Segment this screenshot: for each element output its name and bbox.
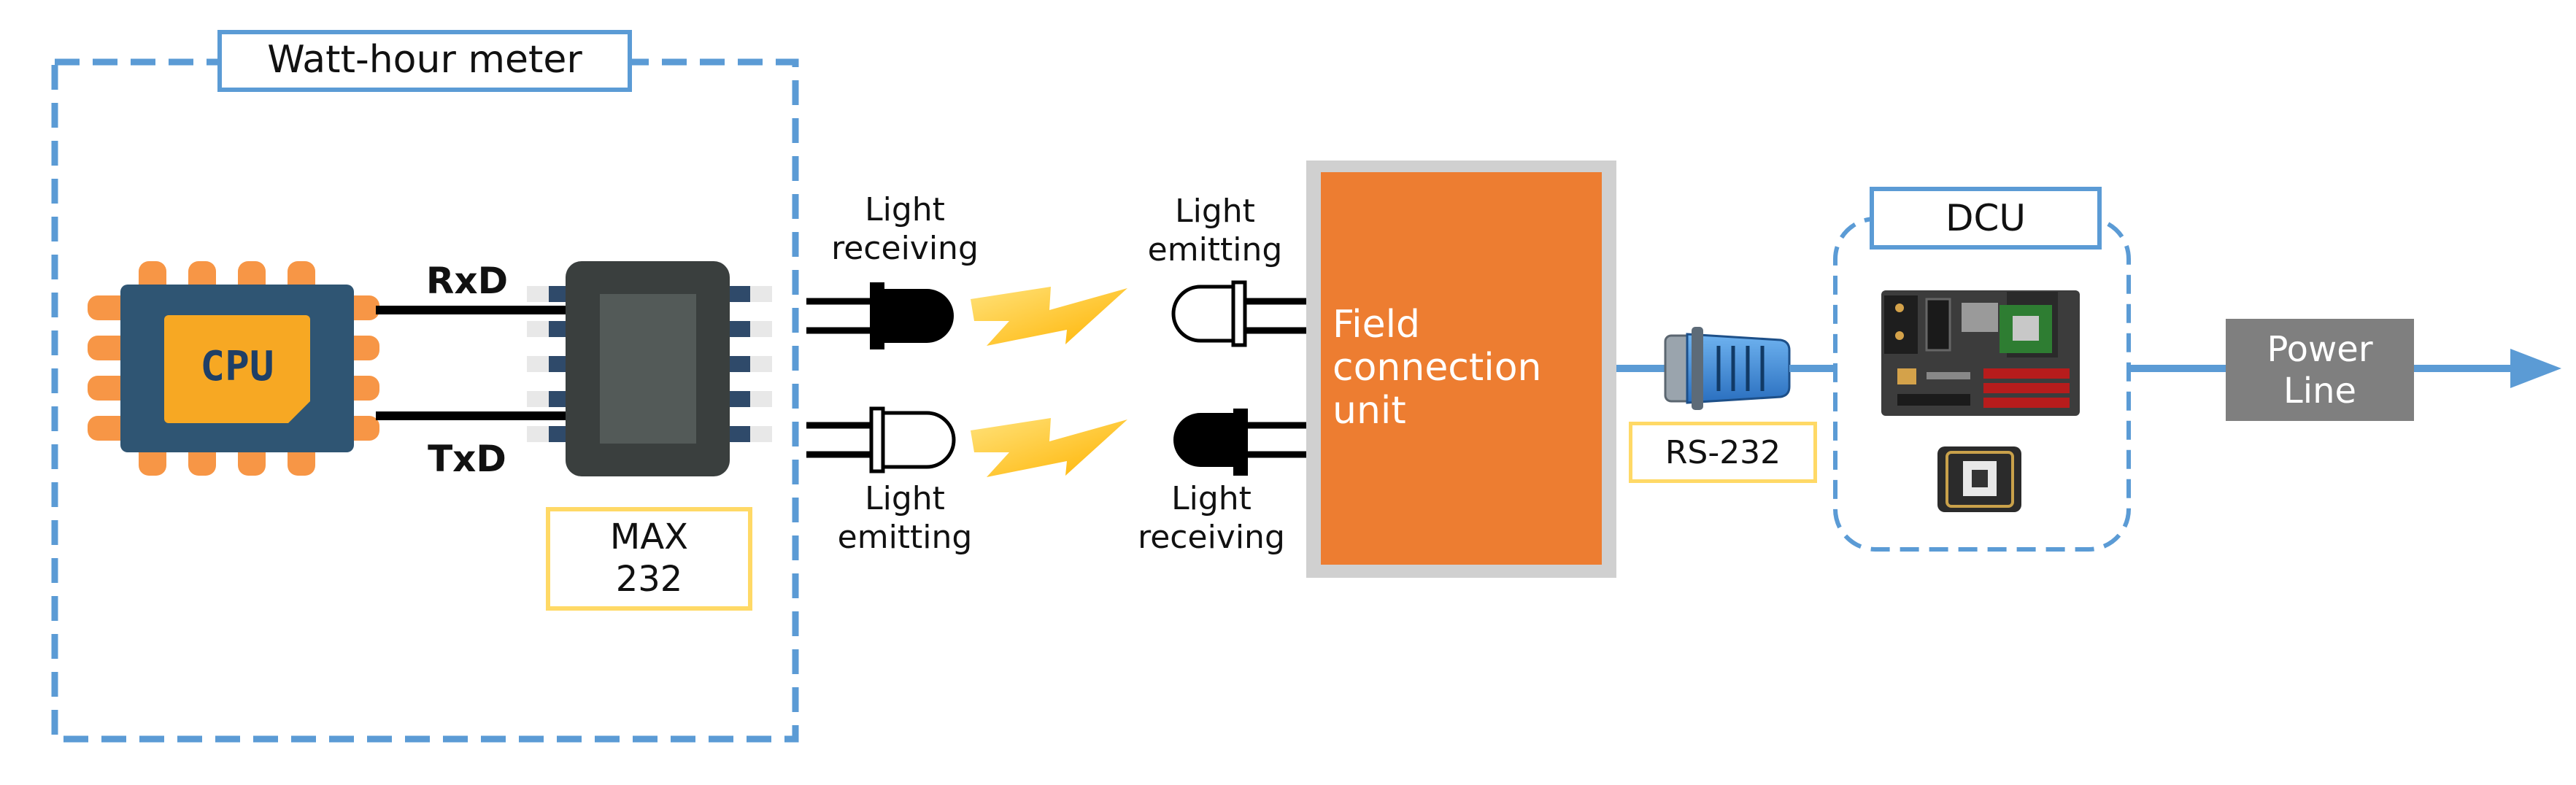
- fcu-bottom-optic-label-line2: receiving: [1138, 519, 1285, 556]
- rs232-label: RS-232: [1665, 434, 1781, 471]
- fcu-light-emitter-icon: [1171, 280, 1306, 347]
- dcu-mainboard-icon: [1881, 290, 2080, 416]
- field-unit-label-line3: unit: [1333, 389, 1406, 433]
- max232-chip-icon: [527, 261, 772, 476]
- max232-label-line1: MAX: [609, 517, 689, 557]
- cpu-chip-icon: [88, 261, 379, 476]
- dcu-module-icon: [1937, 446, 2021, 512]
- max232-label-line2: 232: [615, 559, 683, 600]
- cpu-label: CPU: [200, 343, 274, 390]
- meter-top-optic-label-line2: receiving: [831, 230, 979, 267]
- meter-bottom-optic-label-line2: emitting: [837, 519, 973, 556]
- fcu-light-receiver-icon: [1173, 409, 1306, 476]
- meter-light-receiver-icon: [806, 282, 954, 349]
- watt-hour-meter-title-box: [217, 30, 632, 92]
- lightning-bottom-icon: [971, 418, 1127, 477]
- watt-hour-meter-title: Watt-hour meter: [267, 38, 582, 82]
- meter-light-emitter-icon: [806, 406, 956, 473]
- rxd-label: RxD: [425, 260, 509, 302]
- watt-hour-meter-boundary: [51, 58, 799, 743]
- power-line-arrow-head: [2510, 349, 2561, 388]
- fcu-top-optic-label-line2: emitting: [1147, 231, 1283, 268]
- txd-label: TxD: [428, 438, 506, 480]
- power-line-label-line2: Line: [2283, 371, 2357, 411]
- lightning-top-icon: [971, 287, 1127, 346]
- rs232-connector-icon: [1664, 327, 1791, 410]
- meter-bottom-optic-label-line1: Light: [865, 480, 945, 517]
- power-line-label-line1: Power: [2267, 329, 2373, 370]
- dcu-title: DCU: [1945, 197, 2026, 239]
- rs232-label-box: [1629, 422, 1817, 483]
- fcu-bottom-optic-label-line1: Light: [1171, 480, 1252, 517]
- dcu-title-box: [1870, 187, 2102, 250]
- max232-label-box: [546, 507, 752, 611]
- field-unit-label-line2: connection: [1333, 346, 1542, 390]
- power-line-box: [2226, 319, 2414, 421]
- field-unit-label-line1: Field: [1333, 303, 1421, 347]
- meter-top-optic-label-line1: Light: [865, 191, 945, 228]
- fcu-top-optic-label-line1: Light: [1175, 193, 1255, 230]
- field-connection-unit-box: [1321, 172, 1602, 565]
